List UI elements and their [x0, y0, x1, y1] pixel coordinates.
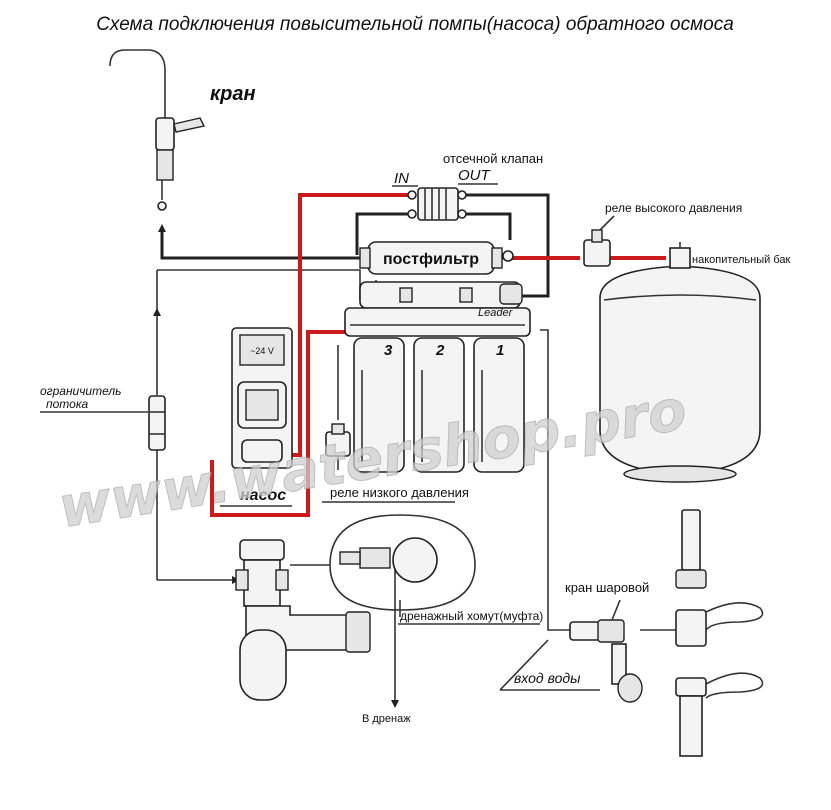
high-pressure-switch — [583, 215, 615, 267]
flow-restrictor-label-line2: потока — [46, 397, 88, 411]
storage-tank — [599, 242, 761, 483]
drain-clamp — [329, 514, 476, 611]
brand-label: Leader — [478, 307, 514, 319]
filter-2-label: 2 — [435, 342, 445, 359]
storage-tank-label: накопительный бак — [692, 254, 791, 266]
diagram-title: Схема подключения повысительной помпы(на… — [96, 14, 734, 35]
high-pressure-switch-label: реле высокого давления — [605, 201, 742, 215]
postfilter — [359, 241, 514, 275]
inlet-fittings — [675, 509, 764, 757]
ball-valve-label: кран шаровой — [565, 580, 649, 595]
in-label: IN — [394, 170, 409, 187]
pump — [231, 327, 293, 469]
faucet-label: кран — [210, 83, 256, 105]
filter-3-label: 3 — [384, 342, 393, 359]
flow-restrictor-label-line1: ограничитель — [40, 384, 121, 398]
water-inlet-label: вход воды — [514, 670, 581, 686]
drain-clamp-label: дренажный хомут(муфта) — [400, 609, 543, 623]
pump-display-label: ~24 V — [250, 346, 274, 356]
flow-restrictor-label: ограничитель потока — [40, 384, 125, 411]
flow-restrictor — [148, 395, 166, 451]
drain-siphon — [235, 539, 371, 701]
postfilter-label: постфильтр — [383, 251, 479, 268]
low-pressure-switch-label: реле низкого давления — [330, 485, 469, 500]
low-pressure-switch — [325, 423, 351, 470]
faucet — [109, 49, 206, 211]
ro-unit — [344, 281, 531, 473]
out-label: OUT — [458, 167, 492, 184]
filter-1-label: 1 — [496, 342, 504, 359]
shutoff-valve-label: отсечной клапан — [443, 151, 543, 166]
shutoff-valve — [407, 187, 467, 221]
to-drain-label: В дренаж — [362, 713, 411, 725]
pump-label: насос — [240, 487, 286, 504]
ball-valve — [569, 599, 643, 703]
